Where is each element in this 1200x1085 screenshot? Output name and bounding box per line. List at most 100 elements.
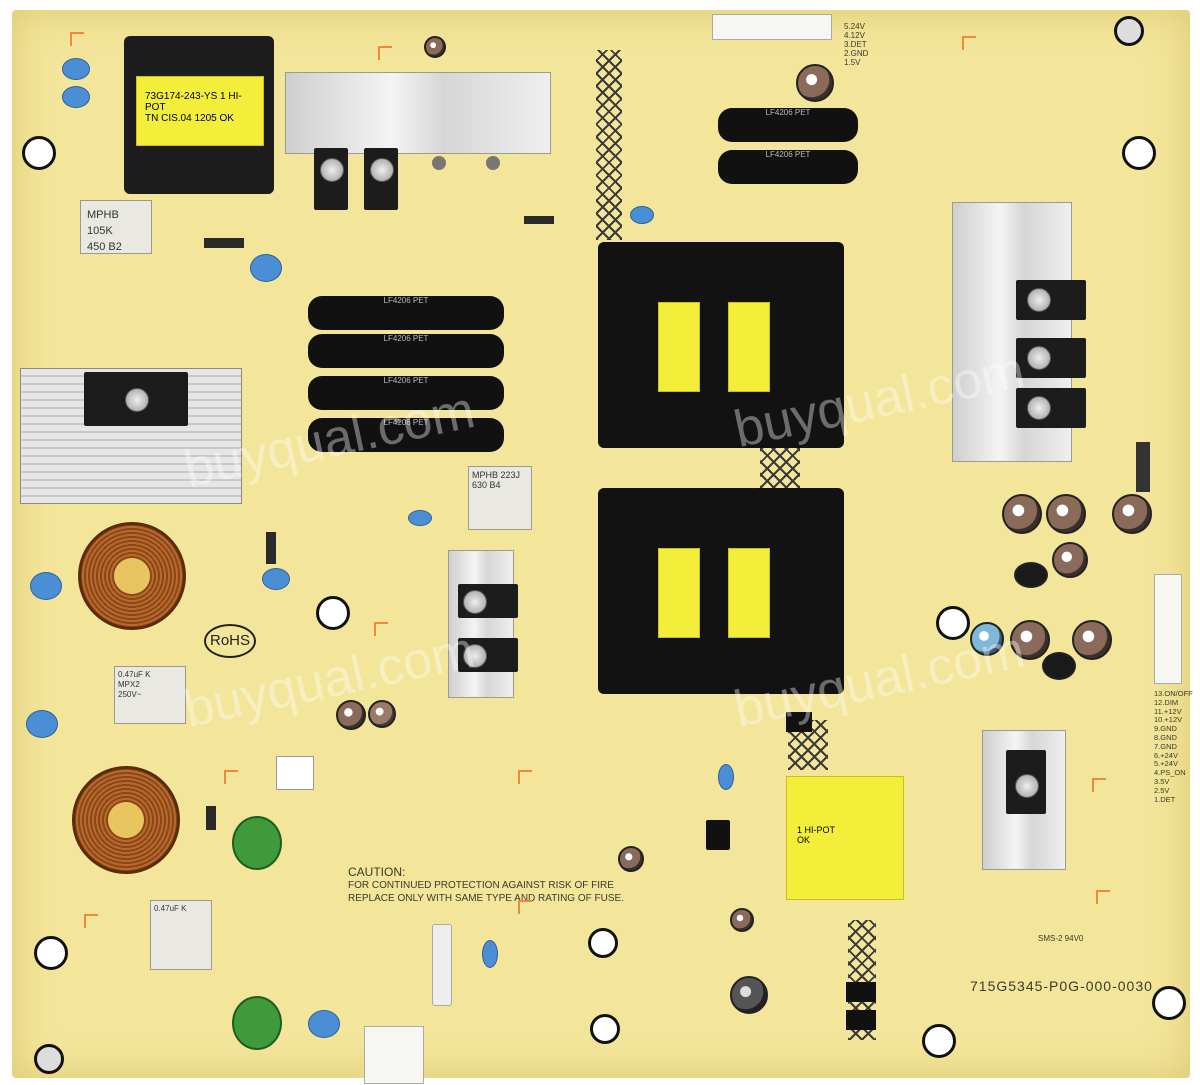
heatsink-hole-2: [486, 156, 500, 170]
silk-corner-10: [374, 622, 388, 636]
cap-bank-2: LF4206 PET: [308, 334, 504, 368]
mid-heatsink: [448, 550, 514, 698]
top-pin-3: 3.DET: [844, 40, 867, 49]
top-pins-legend: 5.24V 4.12V 3.DET 2.GND 1.5V: [844, 22, 884, 67]
silk-corner-9: [1096, 890, 1110, 904]
small-ic: [786, 712, 812, 732]
silk-corner-6: [1092, 778, 1106, 792]
x-cap-1-line1: 0.47uF K: [118, 670, 151, 679]
mount-hole-4: [1122, 136, 1156, 170]
silk-corner-3: [962, 36, 976, 50]
y-cap-1: [62, 58, 90, 80]
varistor-1: [232, 816, 282, 870]
mount-hole-5: [936, 606, 970, 640]
rectifier-1: [1016, 280, 1086, 320]
silk-corner-5: [518, 770, 532, 784]
caution-line-2: REPLACE ONLY WITH SAME TYPE AND RATING O…: [348, 893, 624, 904]
standby-transformer: 1 HI-POT OK: [786, 776, 904, 900]
top-pin-5: 5.24V: [844, 22, 865, 31]
part-number: 715G5345-P0G-000-0030: [970, 978, 1153, 994]
electrolytic-cap-8: [424, 36, 446, 58]
electrolytic-cap-11: [618, 846, 644, 872]
transformer-label-line1: 73G174-243-YS 1 HI-POT: [145, 91, 242, 113]
mid-cap-line2: 630 B4: [472, 480, 501, 490]
cap-bank-4-text: LF4206 PET: [383, 418, 429, 427]
silk-corner-7: [84, 914, 98, 928]
electrolytic-cap-10: [368, 700, 396, 728]
mid-film-capacitor: MPHB 223J 630 B4: [468, 466, 532, 530]
silk-corner-2: [378, 46, 392, 60]
top-pin-1: 1.5V: [844, 58, 861, 67]
mount-hole-8: [588, 928, 618, 958]
mosfet-1: [314, 148, 348, 210]
cap-bank-top-right-2: LF4206 PET: [718, 150, 858, 184]
top-heatsink: [285, 72, 551, 154]
x-cap-1-line2: MPX2: [118, 680, 140, 689]
electrolytic-cap-5: [970, 622, 1004, 656]
y-cap-11: [408, 510, 432, 526]
y-cap-6: [26, 710, 58, 738]
electrolytic-cap-9: [336, 700, 366, 730]
inductor-2: [1042, 652, 1076, 680]
out-pin-7: 7.GND: [1154, 741, 1177, 751]
top-connector: [712, 14, 832, 40]
electrolytic-cap-top: [796, 64, 834, 102]
mount-hole-9: [1152, 986, 1186, 1020]
out-pin-10: 10.+12V: [1154, 715, 1183, 725]
cap-bank-1-text: LF4206 PET: [383, 296, 429, 305]
mount-hole-10: [34, 1044, 64, 1074]
y-cap-2: [62, 86, 90, 108]
x-cap-1-line3: 250V~: [118, 690, 142, 699]
out-pin-12: 12.DIM: [1154, 697, 1179, 707]
electrolytic-cap-4: [1052, 542, 1088, 578]
mount-hole-2: [316, 596, 350, 630]
controller-ic: [706, 820, 730, 850]
mosfet-2: [364, 148, 398, 210]
electrolytic-cap-3: [1112, 494, 1152, 534]
y-cap-3: [250, 254, 282, 282]
out-pin-9: 9.GND: [1154, 724, 1177, 734]
out-pin-1: 1.DET: [1154, 794, 1176, 804]
rectifier-2: [1016, 338, 1086, 378]
mount-hole-11: [1114, 16, 1144, 46]
cap-bank-3: LF4206 PET: [308, 376, 504, 410]
isolation-strip-mid: [760, 448, 800, 488]
cap-bank-1: LF4206 PET: [308, 296, 504, 330]
diode-5: [524, 216, 554, 224]
diode-1: [204, 238, 244, 248]
caution-block: CAUTION: FOR CONTINUED PROTECTION AGAINS…: [348, 866, 628, 905]
core-pad-1: [658, 302, 700, 392]
transformer-label-pad: 73G174-243-YS 1 HI-POT TN CIS.04 1205 OK: [136, 76, 264, 146]
mount-hole-3: [34, 936, 68, 970]
caution-title: CAUTION:: [348, 865, 406, 879]
fuse: [432, 924, 452, 1006]
mid-mosfet-1: [458, 584, 518, 618]
large-transformer-bottom: [598, 488, 844, 694]
flammability-rating: SMS-2 94V0: [1038, 934, 1084, 943]
heatsink-hole-1: [432, 156, 446, 170]
out-pin-5: 5.+24V: [1154, 759, 1178, 769]
out-pin-4: 4.PS_ON: [1154, 768, 1186, 778]
core-pad-3: [658, 548, 700, 638]
x-cap-2-line1: 0.47uF K: [154, 904, 187, 913]
common-mode-choke-1: [78, 522, 186, 630]
cap-bank-tr1-text: LF4206 PET: [765, 108, 811, 117]
silk-corner-1: [70, 32, 84, 46]
mid-cap-line1: MPHB 223J: [472, 470, 521, 480]
out-pin-8: 8.GND: [1154, 732, 1177, 742]
y-cap-10: [630, 206, 654, 224]
inductor-1: [1014, 562, 1048, 588]
out-pin-2: 2.5V: [1154, 785, 1170, 795]
common-mode-choke-2: [72, 766, 180, 874]
large-transformer-top: [598, 242, 844, 448]
y-cap-5: [262, 568, 290, 590]
output-connector: [1154, 574, 1182, 684]
cap-bank-tr2-text: LF4206 PET: [765, 150, 811, 159]
electrolytic-cap-1: [1002, 494, 1042, 534]
y-cap-7: [308, 1010, 340, 1038]
electrolytic-cap-2: [1046, 494, 1086, 534]
film-cap-line2: 450 B2: [87, 241, 122, 253]
diode-3: [266, 532, 276, 564]
varistor-2: [232, 996, 282, 1050]
cap-bank-4: LF4206 PET: [308, 418, 504, 452]
